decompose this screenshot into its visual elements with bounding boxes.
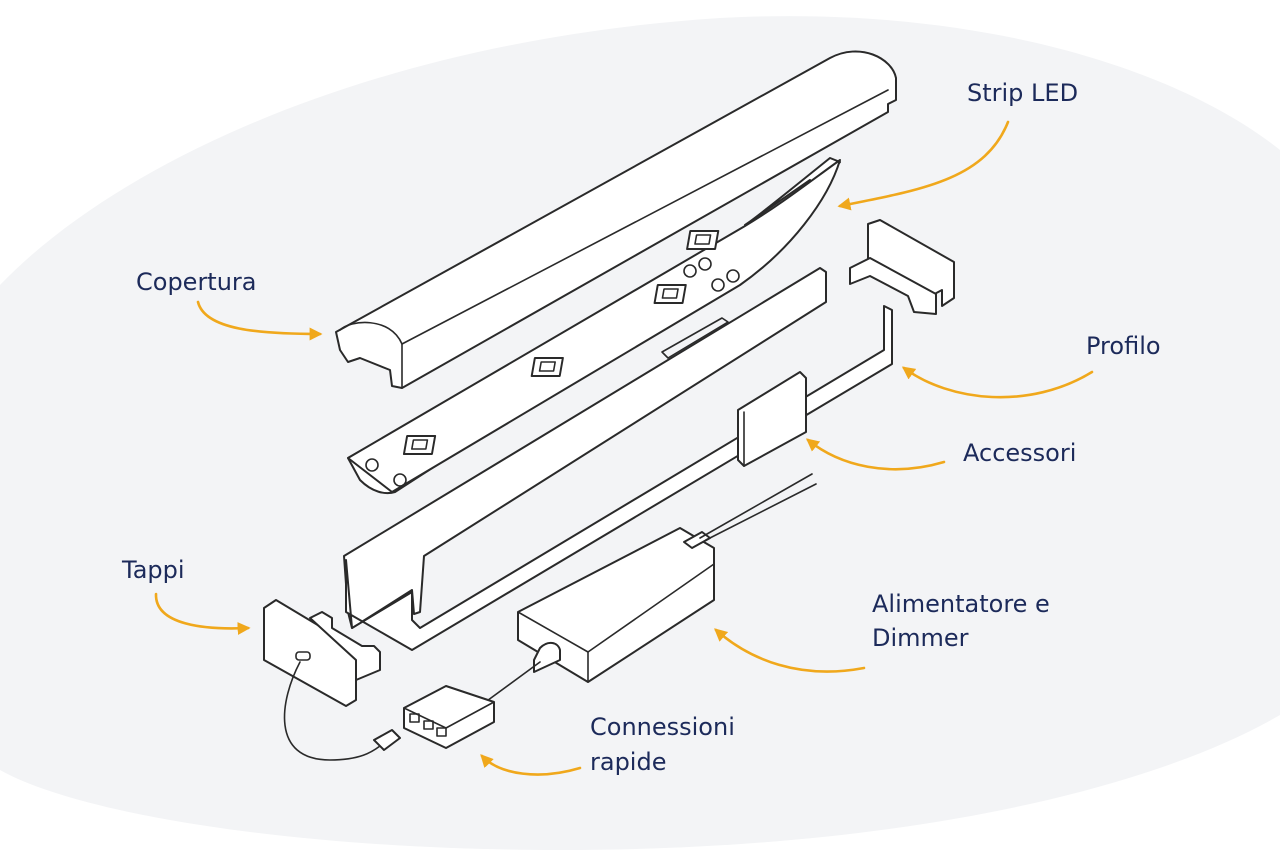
- label-accessori: Accessori: [963, 439, 1076, 467]
- end-cap-left: [263, 599, 381, 707]
- arrow-accessori: [805, 438, 946, 471]
- quick-connector: [403, 685, 495, 749]
- label-copertura: Copertura: [136, 268, 257, 296]
- power-supply-input-cable: [479, 661, 541, 707]
- label-tappi: Tappi: [121, 556, 185, 584]
- arrow-copertura: [196, 300, 323, 341]
- led-chip: [402, 435, 437, 455]
- led-chip: [686, 230, 720, 250]
- power-supply: [517, 527, 715, 683]
- led-strip: [347, 157, 841, 495]
- arrow-connessioni: [480, 754, 582, 776]
- accessory-clip: [737, 371, 807, 467]
- arrow-tappi: [154, 592, 251, 635]
- cap-cable: [283, 661, 381, 761]
- arrow-alimentatore: [714, 628, 866, 673]
- label-connessioni-line1: Connessioni: [590, 713, 735, 741]
- arrow-profilo: [901, 366, 1094, 399]
- label-alimentatore-line1: Alimentatore e: [872, 590, 1050, 618]
- label-connessioni-line2: rapide: [590, 748, 666, 776]
- power-supply-output-cable: [699, 473, 817, 541]
- label-strip-led: Strip LED: [967, 79, 1078, 107]
- arrow-strip-led: [837, 120, 1010, 211]
- end-cap-right: [849, 219, 955, 315]
- label-profilo: Profilo: [1086, 332, 1161, 360]
- cable-connector: [373, 729, 401, 751]
- label-alimentatore-line2: Dimmer: [872, 624, 969, 652]
- profile-channel: [343, 267, 893, 651]
- led-chip: [530, 357, 564, 377]
- led-chip: [653, 284, 687, 304]
- cover-part: [335, 50, 897, 389]
